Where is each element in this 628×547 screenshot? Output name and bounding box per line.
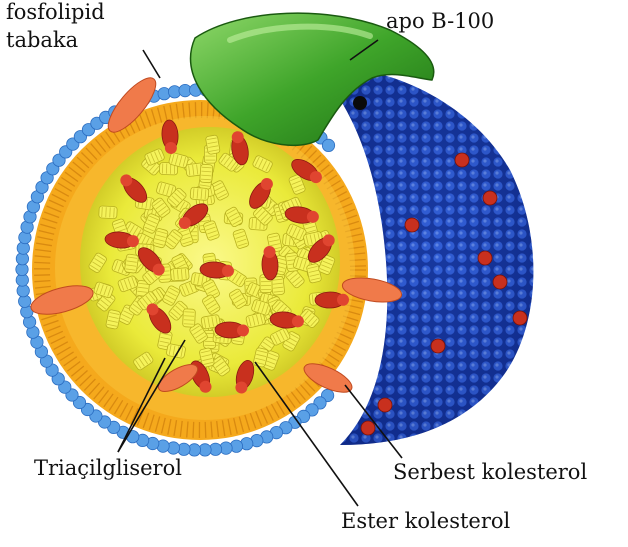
tail-stripe bbox=[34, 275, 50, 276]
surface-cholesterol bbox=[483, 191, 497, 205]
black-dot bbox=[353, 96, 367, 110]
lipid-chain bbox=[184, 312, 194, 313]
lipid-chain bbox=[114, 208, 115, 218]
triacylglycerol bbox=[183, 309, 196, 328]
surface-cholesterol bbox=[431, 339, 445, 353]
label-phospholipid-line1: fosfolipid bbox=[6, 0, 105, 24]
lipid-chain bbox=[184, 320, 194, 321]
tail-stripe bbox=[34, 262, 50, 263]
tail-stripe bbox=[207, 102, 208, 118]
triacylglycerol bbox=[99, 206, 118, 219]
label-ester-cholesterol: Ester kolesterol bbox=[341, 509, 510, 533]
lipid-chain bbox=[102, 207, 103, 217]
tail-stripe bbox=[205, 422, 206, 438]
surface-cholesterol bbox=[361, 421, 375, 435]
label-apo-b100: apo B-100 bbox=[386, 9, 494, 33]
lipid-chunk bbox=[170, 268, 189, 282]
lipid-chain bbox=[184, 316, 194, 317]
triacylglycerol bbox=[200, 164, 213, 183]
phospholipid-head bbox=[322, 139, 334, 151]
lipid-chunk bbox=[190, 187, 209, 201]
surface-cholesterol bbox=[455, 153, 469, 167]
lipid-chunk bbox=[205, 135, 220, 155]
surface-cholesterol bbox=[478, 251, 492, 265]
label-free-cholesterol: Serbest kolesterol bbox=[393, 460, 587, 484]
lipid-chain bbox=[184, 324, 194, 325]
lipid-chain bbox=[110, 207, 111, 217]
lipid-chain bbox=[106, 207, 107, 217]
surface-cholesterol bbox=[378, 398, 392, 412]
triacylglycerol bbox=[124, 254, 138, 273]
tail-stripe bbox=[193, 422, 194, 438]
triacylglycerol bbox=[205, 135, 220, 155]
surface-cholesterol bbox=[513, 311, 527, 325]
triacylglycerol bbox=[170, 268, 189, 282]
leader-phospholipid bbox=[143, 50, 160, 78]
surface-cholesterol bbox=[405, 218, 419, 232]
label-phospholipid-line2: tabaka bbox=[6, 28, 78, 52]
surface-cholesterol bbox=[493, 275, 507, 289]
lipid-chunk bbox=[200, 164, 213, 183]
triacylglycerol bbox=[190, 187, 209, 201]
lipid-chain bbox=[246, 281, 256, 282]
label-triacylglycerol: Triaçilgliserol bbox=[34, 456, 182, 480]
lipid-chunk bbox=[124, 254, 138, 273]
